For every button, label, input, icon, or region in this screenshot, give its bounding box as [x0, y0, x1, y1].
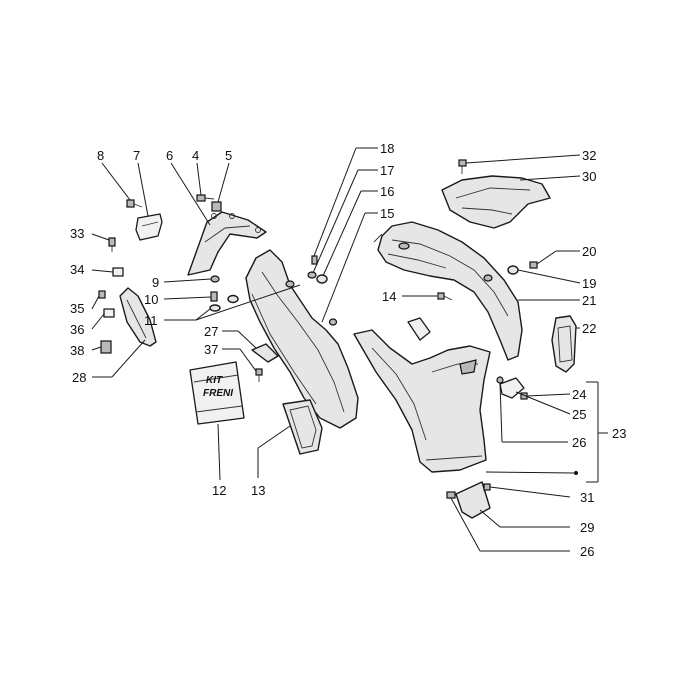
- callout-4: 4: [192, 148, 199, 163]
- callout-10: 10: [144, 292, 158, 307]
- clip-26-lower: [446, 491, 456, 499]
- callout-31: 31: [580, 490, 594, 505]
- rear-fairing-21: [373, 221, 523, 361]
- callout-25: 25: [572, 407, 586, 422]
- callout-12: 12: [212, 483, 226, 498]
- callout-16: 16: [380, 184, 394, 199]
- nut-20: [529, 261, 538, 269]
- screw-18: [311, 255, 318, 265]
- brake-kit-box-12: KIT FRENI: [189, 361, 245, 425]
- front-panel-23: [353, 317, 491, 473]
- callout-18: 18: [380, 141, 394, 156]
- clip-36: [103, 308, 115, 318]
- clip-34: [112, 267, 124, 277]
- callout-15: 15: [380, 206, 394, 221]
- screw-32: [458, 159, 467, 174]
- cap-27: [251, 343, 279, 363]
- callout-29: 29: [580, 520, 594, 535]
- washer-9: [210, 275, 220, 283]
- callout-11: 11: [144, 313, 158, 328]
- callout-32: 32: [582, 148, 596, 163]
- nut-5: [211, 201, 222, 212]
- clip-38: [100, 340, 112, 354]
- screw-31: [483, 483, 491, 491]
- callout-35: 35: [70, 301, 84, 316]
- callout-33: 33: [70, 226, 84, 241]
- callout-21: 21: [582, 293, 596, 308]
- spacer-10: [210, 291, 218, 302]
- rear-cover-30: [441, 175, 551, 229]
- lens-22: [551, 315, 577, 373]
- dot-23: [574, 471, 578, 475]
- callout-28: 28: [72, 370, 86, 385]
- callout-30: 30: [582, 169, 596, 184]
- screw-14: [437, 292, 453, 301]
- callout-36: 36: [70, 322, 84, 337]
- screw-8: [126, 199, 143, 208]
- callout-38: 38: [70, 343, 84, 358]
- callout-37: 37: [204, 342, 218, 357]
- callout-26-lower: 26: [580, 544, 594, 559]
- screw-33: [108, 237, 116, 252]
- nut-16: [316, 274, 328, 284]
- callout-34: 34: [70, 262, 84, 277]
- callout-14: 14: [382, 289, 396, 304]
- callout-5: 5: [225, 148, 232, 163]
- clip-26-upper: [496, 376, 504, 384]
- callout-7: 7: [133, 148, 140, 163]
- callout-9: 9: [152, 275, 159, 290]
- callout-22: 22: [582, 321, 596, 336]
- callout-24: 24: [572, 387, 586, 402]
- callout-8: 8: [97, 148, 104, 163]
- box-text-line2: FRENI: [203, 388, 233, 399]
- callout-26-upper: 26: [572, 435, 586, 450]
- bracket-6: [187, 211, 267, 276]
- callout-23: 23: [612, 426, 626, 441]
- washer-17: [307, 271, 317, 279]
- callout-13: 13: [251, 483, 265, 498]
- clip-7: [135, 213, 163, 241]
- callout-17: 17: [380, 163, 394, 178]
- screw-35: [98, 290, 106, 299]
- callout-20: 20: [582, 244, 596, 259]
- callout-labels: 8 7 6 4 5 33 34 35 36 38 28 9 10 11 27 3…: [70, 141, 626, 559]
- fastener-11: [209, 294, 239, 312]
- handle-28: [119, 287, 157, 347]
- box-text-line1: KIT: [206, 375, 223, 386]
- callout-27: 27: [204, 324, 218, 339]
- side-panel-15: [245, 249, 359, 429]
- cover-29: [455, 481, 491, 519]
- callout-6: 6: [166, 148, 173, 163]
- reflector-13: [282, 399, 323, 455]
- screw-37: [255, 368, 263, 382]
- grommet-19: [507, 265, 519, 275]
- leader-lines: [91, 147, 608, 552]
- bolt-4: [196, 194, 215, 202]
- callout-19: 19: [582, 276, 596, 291]
